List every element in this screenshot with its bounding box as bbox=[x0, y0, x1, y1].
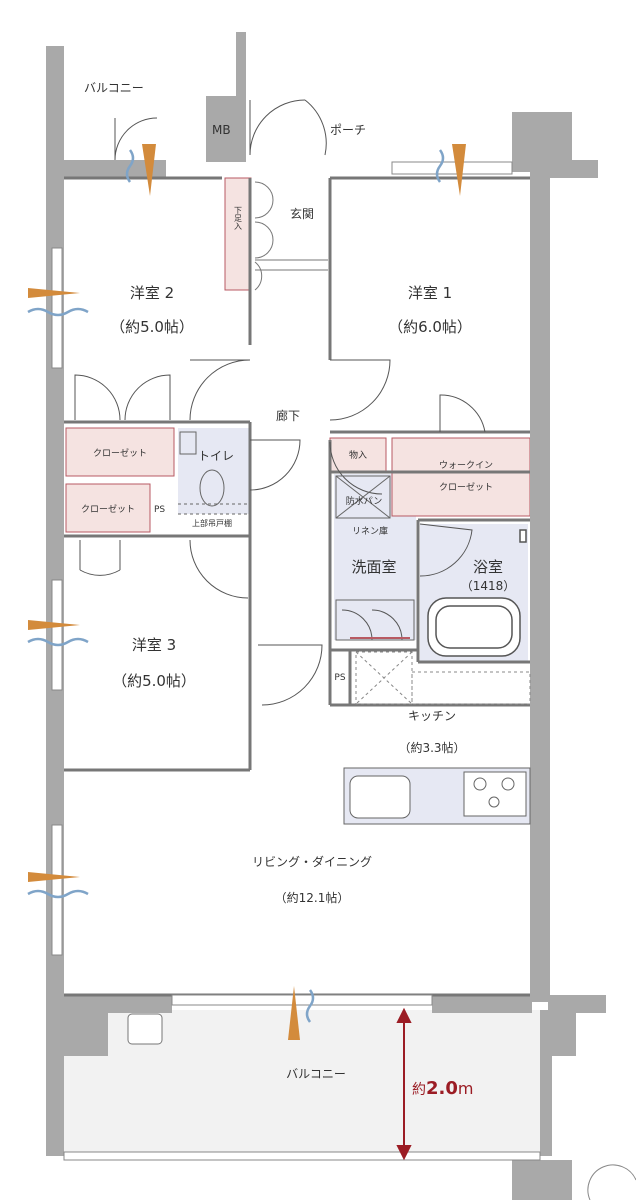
outdoor-unit bbox=[127, 1013, 163, 1045]
closets bbox=[65, 177, 531, 533]
western3-name: 洋室 3 bbox=[132, 636, 176, 654]
balcony-bottom-label: バルコニー bbox=[286, 1067, 346, 1081]
closet-b-label: クローゼット bbox=[81, 503, 135, 515]
bathroom-size: （1418） bbox=[461, 579, 516, 593]
entrance-label: 玄関 bbox=[290, 206, 314, 221]
depth-unit: m bbox=[458, 1079, 474, 1098]
balcony-top-label: バルコニー bbox=[84, 81, 144, 95]
western2-name: 洋室 2 bbox=[130, 284, 174, 302]
light-arrows bbox=[28, 144, 466, 1040]
washroom-label: 洗面室 bbox=[351, 558, 396, 576]
closet-a-label: クローゼット bbox=[93, 447, 147, 459]
kitchen-counters bbox=[355, 651, 531, 705]
western1-name: 洋室 1 bbox=[408, 284, 452, 302]
walkin-rect bbox=[391, 437, 531, 517]
shoe-box-label: 下足入 bbox=[234, 206, 243, 230]
western3-size: （約5.0帖） bbox=[112, 672, 196, 690]
balcony-depth-label: 約2.0m bbox=[412, 1078, 473, 1099]
bathtub bbox=[427, 529, 527, 657]
upper-cabinet-label: 上部吊戸棚 bbox=[192, 518, 232, 528]
storage-label: 物入 bbox=[349, 449, 367, 461]
living-name: リビング・ダイニング bbox=[252, 854, 372, 869]
ps-kitchen-label: PS bbox=[334, 673, 345, 683]
western2-size: （約5.0帖） bbox=[110, 318, 194, 336]
partitions bbox=[64, 176, 530, 997]
doors bbox=[74, 99, 486, 706]
shoe-shelf bbox=[254, 181, 328, 291]
waterproof-pan-label: 防水パン bbox=[346, 495, 382, 507]
hallway-label: 廊下 bbox=[276, 408, 300, 423]
depth-value: 2.0 bbox=[426, 1078, 458, 1099]
shoe-box-rect bbox=[224, 177, 252, 291]
walkin-line1: ウォークイン bbox=[439, 460, 493, 471]
linen-label: リネン庫 bbox=[352, 525, 388, 537]
washroom-fixtures bbox=[335, 475, 415, 641]
compass-icon bbox=[587, 1164, 636, 1200]
western1-size: （約6.0帖） bbox=[388, 318, 472, 336]
ps-left-label: PS bbox=[154, 505, 165, 515]
kitchen-name: キッチン bbox=[408, 709, 456, 723]
walkin-line2: クローゼット bbox=[439, 481, 493, 493]
toilet-fixture bbox=[178, 431, 250, 515]
living-size: （約12.1帖） bbox=[275, 890, 350, 905]
mb-label: MB bbox=[212, 123, 231, 137]
balcony-depth-arrow bbox=[396, 1007, 412, 1161]
closet-b-rect bbox=[65, 483, 151, 533]
toilet-label: トイレ bbox=[198, 449, 234, 463]
depth-prefix: 約 bbox=[412, 1082, 426, 1098]
bathroom-name: 浴室 bbox=[473, 558, 503, 576]
wind-symbols bbox=[27, 149, 445, 1023]
windows bbox=[51, 161, 541, 1161]
kitchen-counter bbox=[343, 767, 531, 825]
kitchen-size: （約3.3帖） bbox=[398, 740, 465, 755]
porch-label: ポーチ bbox=[330, 123, 366, 137]
closet-a-rect bbox=[65, 427, 175, 477]
walls bbox=[46, 32, 606, 1200]
